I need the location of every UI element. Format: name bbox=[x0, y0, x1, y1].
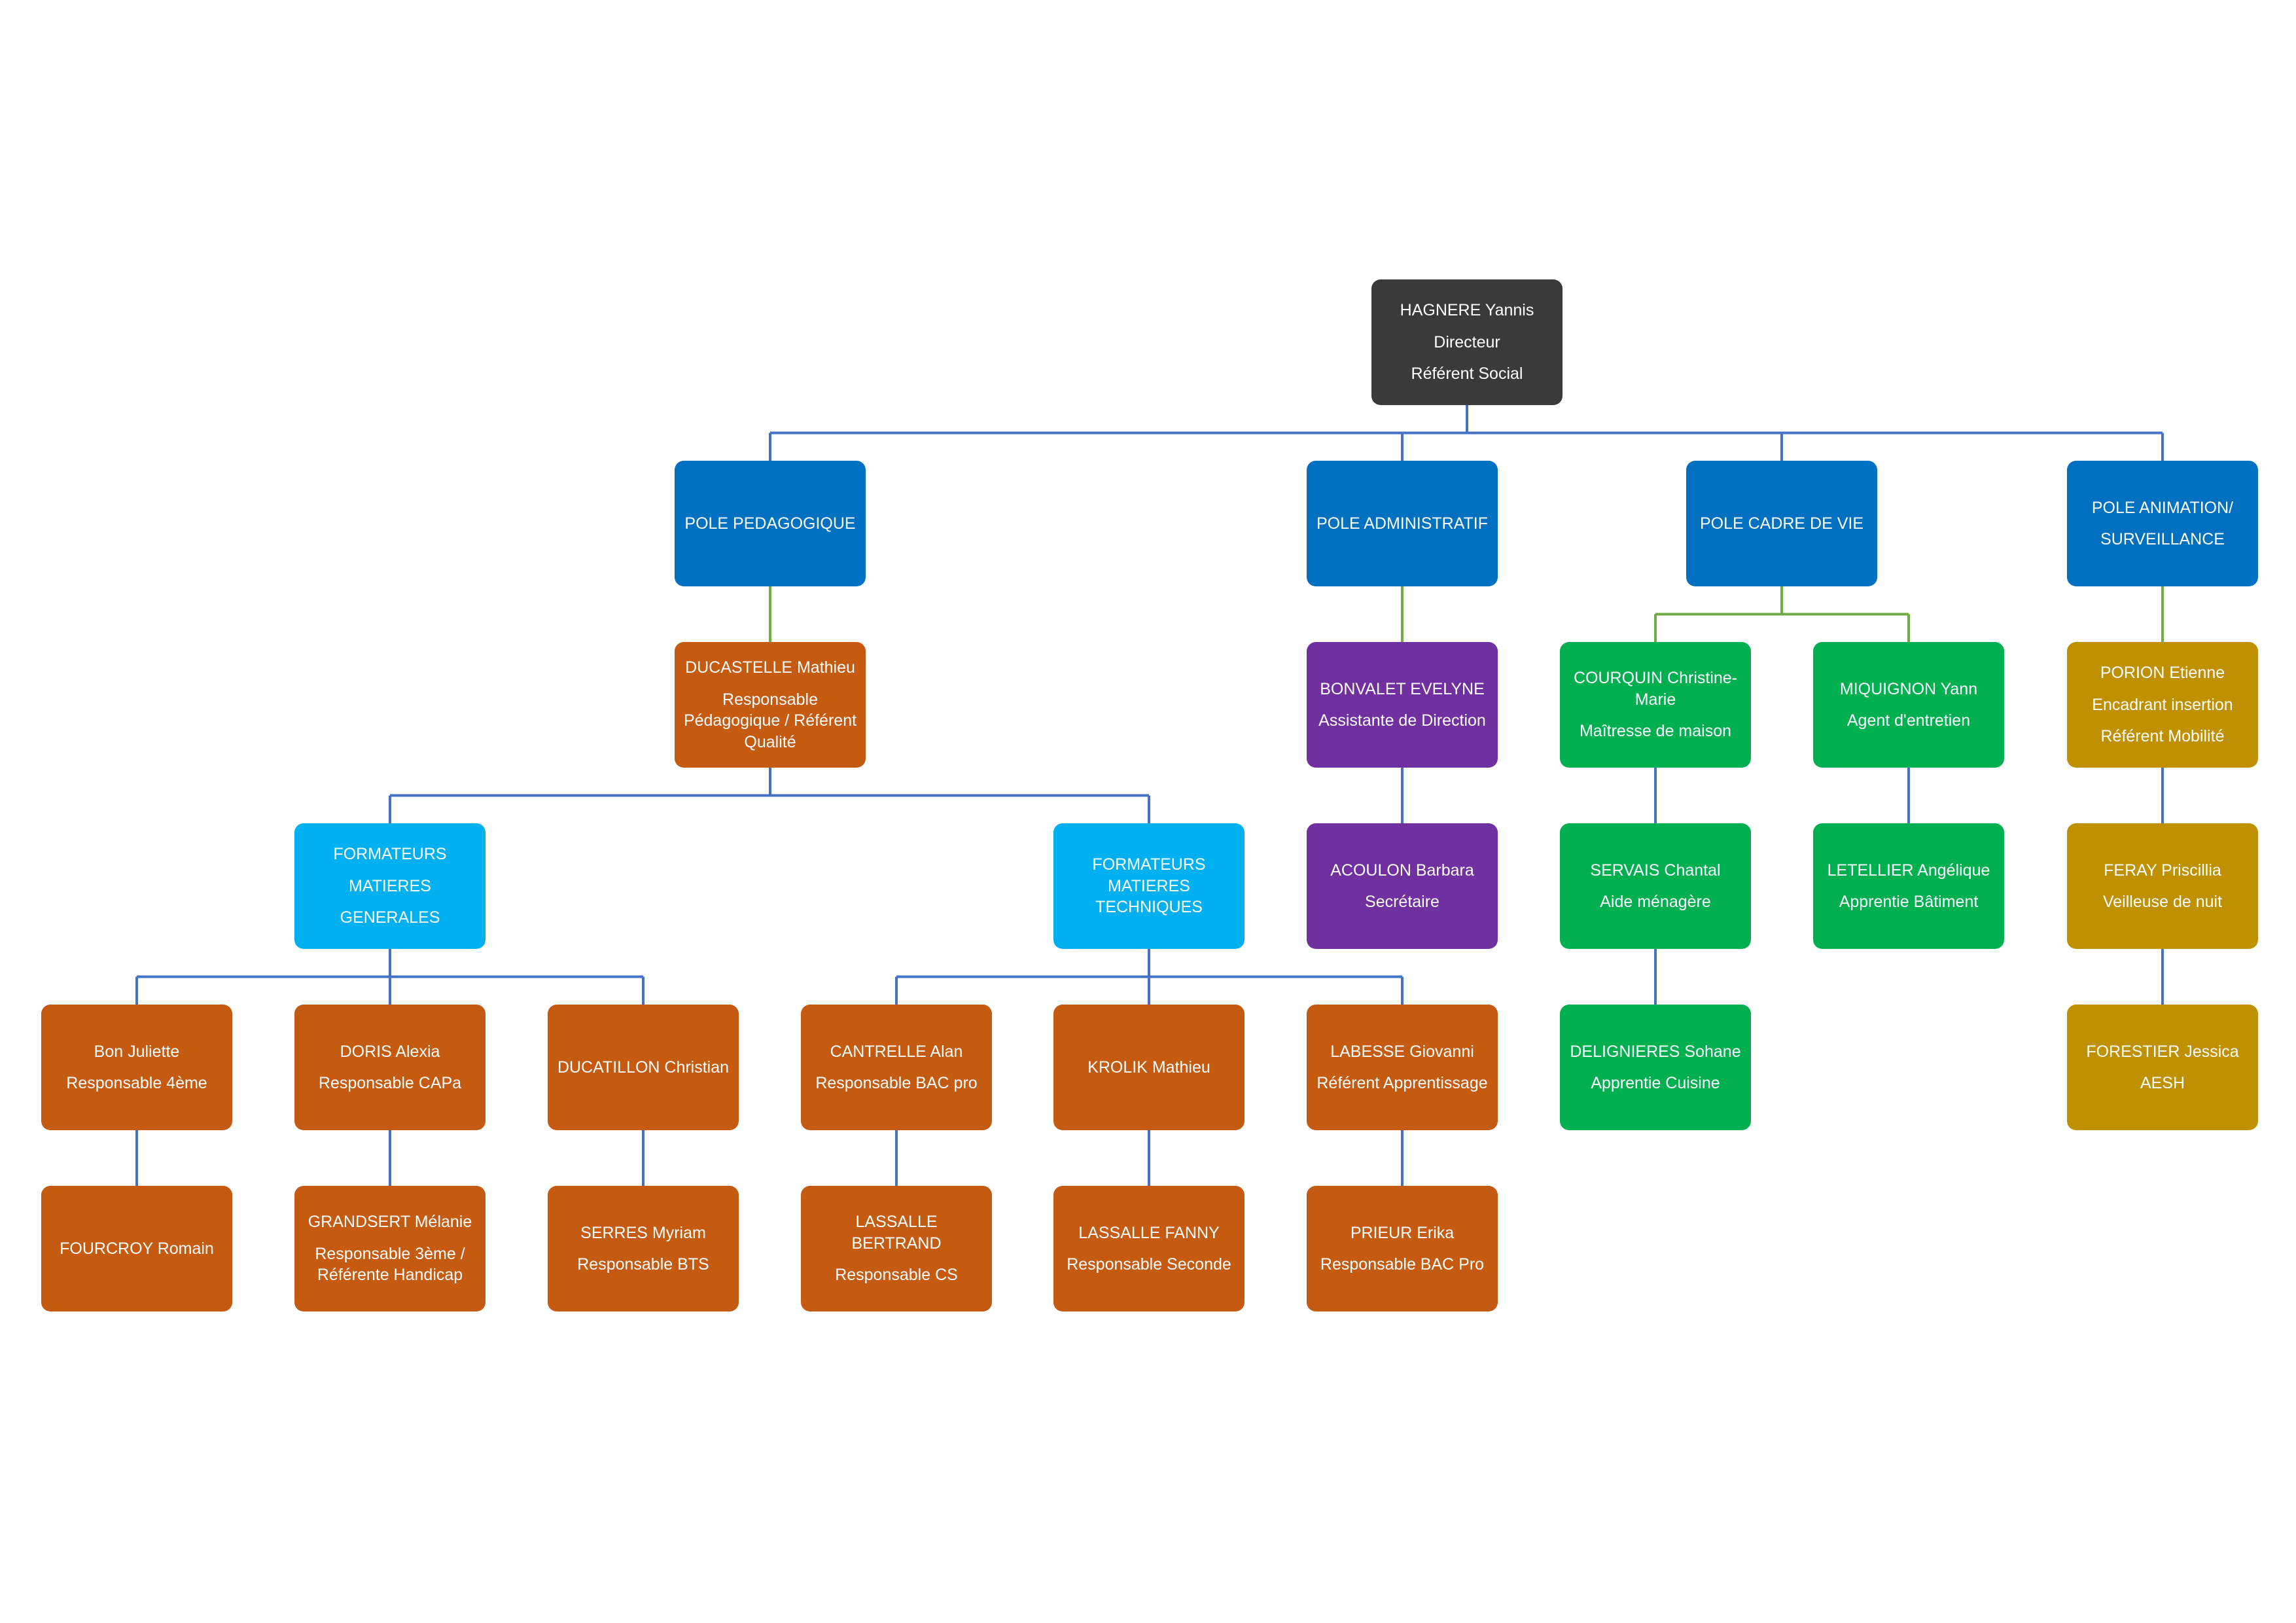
node-role: Responsable Pédagogique / Référent Quali… bbox=[683, 690, 857, 751]
node-name: HAGNERE Yannis bbox=[1400, 301, 1534, 320]
node-role: AESH bbox=[2140, 1074, 2185, 1092]
node-role: Responsable CAPa bbox=[318, 1074, 462, 1092]
node-role: Responsable CS bbox=[835, 1266, 958, 1285]
node-name: POLE CADRE DE VIE bbox=[1699, 514, 1864, 533]
node-role: Veilleuse de nuit bbox=[2102, 893, 2223, 911]
node-role: MATIERES bbox=[349, 876, 431, 895]
org-node-pole-pedagogique: POLE PEDAGOGIQUE bbox=[675, 461, 866, 586]
node-name: POLE PEDAGOGIQUE bbox=[684, 514, 856, 533]
node-name: DELIGNIERES Sohane bbox=[1570, 1042, 1741, 1061]
node-name: POLE ANIMATION/ bbox=[2091, 498, 2234, 517]
node-role: Responsable Seconde bbox=[1067, 1255, 1231, 1274]
node-role: Secrétaire bbox=[1365, 893, 1439, 911]
org-node-lassalle-bertrand: LASSALLE BERTRAND Responsable CS bbox=[801, 1186, 992, 1311]
node-name: MIQUIGNON Yann bbox=[1839, 679, 1978, 698]
org-node-ducatillon: DUCATILLON Christian bbox=[548, 1005, 739, 1130]
org-node-pole-administratif: POLE ADMINISTRATIF bbox=[1307, 461, 1498, 586]
node-name: FORMATEURS MATIERES TECHNIQUES bbox=[1092, 855, 1206, 917]
node-role: Responsable BTS bbox=[577, 1255, 709, 1274]
node-name: FERAY Priscillia bbox=[2104, 861, 2221, 880]
org-node-fourcroy: FOURCROY Romain bbox=[41, 1186, 232, 1311]
node-role: Directeur bbox=[1434, 332, 1500, 351]
node-name: CANTRELLE Alan bbox=[830, 1042, 963, 1061]
node-role: Assistante de Direction bbox=[1318, 711, 1486, 730]
node-name: COURQUIN Christine-Marie bbox=[1573, 669, 1738, 709]
node-name: FOURCROY Romain bbox=[60, 1239, 214, 1258]
org-node-formateurs-techniques: FORMATEURS MATIERES TECHNIQUES bbox=[1053, 823, 1245, 949]
org-node-lassalle-fanny: LASSALLE FANNY Responsable Seconde bbox=[1053, 1186, 1245, 1311]
node-role: Référent Apprentissage bbox=[1316, 1074, 1488, 1092]
node-role: Aide ménagère bbox=[1600, 893, 1711, 911]
node-role: Apprentie Cuisine bbox=[1591, 1074, 1720, 1092]
node-name: KROLIK Mathieu bbox=[1087, 1058, 1210, 1077]
node-role: Référent Mobilité bbox=[2100, 727, 2225, 746]
node-role: GENERALES bbox=[340, 908, 440, 927]
node-role: Responsable BAC Pro bbox=[1320, 1255, 1485, 1274]
org-node-bonvalet: BONVALET EVELYNE Assistante de Direction bbox=[1307, 642, 1498, 768]
node-name: DUCASTELLE Mathieu bbox=[685, 658, 855, 677]
node-name: ACOULON Barbara bbox=[1330, 861, 1474, 880]
node-name: FORMATEURS bbox=[333, 845, 447, 864]
node-role: Responsable 3ème / Référente Handicap bbox=[315, 1244, 465, 1285]
node-role: Responsable 4ème bbox=[66, 1074, 207, 1092]
node-name: LASSALLE BERTRAND bbox=[851, 1213, 942, 1253]
node-role: Apprentie Bâtiment bbox=[1839, 893, 1979, 911]
node-name: PORION Etienne bbox=[2100, 664, 2225, 683]
node-name: FORESTIER Jessica bbox=[2086, 1042, 2239, 1061]
node-name: LETELLIER Angélique bbox=[1827, 861, 1990, 880]
node-name: SERRES Myriam bbox=[580, 1223, 706, 1242]
node-name: POLE ADMINISTRATIF bbox=[1316, 514, 1489, 533]
node-name: DORIS Alexia bbox=[340, 1042, 440, 1061]
node-name: LASSALLE FANNY bbox=[1078, 1223, 1220, 1242]
node-role: Référent Social bbox=[1411, 365, 1523, 383]
node-name: BONVALET EVELYNE bbox=[1320, 679, 1485, 698]
node-role: Maîtresse de maison bbox=[1579, 722, 1732, 741]
org-node-krolik: KROLIK Mathieu bbox=[1053, 1005, 1245, 1130]
node-name: SERVAIS Chantal bbox=[1590, 861, 1721, 880]
node-name: Bon Juliette bbox=[94, 1042, 180, 1061]
node-role: SURVEILLANCE bbox=[2100, 530, 2225, 548]
node-role: Encadrant insertion bbox=[2092, 695, 2233, 714]
node-role: Responsable BAC pro bbox=[815, 1074, 978, 1092]
node-name: LABESSE Giovanni bbox=[1330, 1042, 1474, 1061]
node-name: PRIEUR Erika bbox=[1350, 1223, 1455, 1242]
node-name: GRANDSERT Mélanie bbox=[308, 1213, 472, 1232]
org-node-pole-animation: POLE ANIMATION/SURVEILLANCE bbox=[2067, 461, 2258, 586]
org-node-formateurs-generales: FORMATEURS MATIERES GENERALES bbox=[294, 823, 486, 949]
node-role: Agent d'entretien bbox=[1846, 711, 1971, 730]
org-node-pole-cadre-de-vie: POLE CADRE DE VIE bbox=[1686, 461, 1877, 586]
node-name: DUCATILLON Christian bbox=[557, 1058, 730, 1077]
